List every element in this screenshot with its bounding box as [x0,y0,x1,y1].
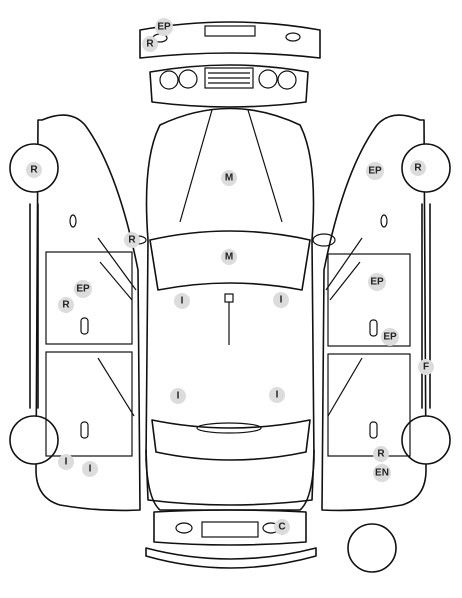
damage-marker-code: C [278,522,285,533]
damage-marker-badge [58,297,74,313]
right-side-view[interactable] [321,114,451,512]
damage-marker-code: EP [157,22,171,33]
damage-marker-code: R [377,449,385,460]
spare-wheel[interactable] [347,523,397,573]
damage-marker-code: EP [383,332,397,343]
damage-marker-badge [373,464,391,482]
damage-marker-badge [82,461,98,477]
damage-marker-right-rear-wheel-en[interactable]: EN [373,464,391,482]
damage-marker-code: EP [370,277,384,288]
damage-marker-rear-right-seat-i[interactable]: I [269,387,285,403]
damage-marker-left-front-door-ep[interactable]: EP [74,280,92,298]
damage-marker-rear-bumper-c[interactable]: C [274,519,290,535]
damage-marker-right-front-door-ep-upper[interactable]: EP [368,273,386,291]
front-grille-view[interactable] [149,64,309,108]
damage-marker-code: R [30,165,38,176]
damage-marker-roof-m[interactable]: M [221,249,237,265]
damage-marker-badge [142,36,158,52]
damage-marker-right-rear-door-f[interactable]: F [418,359,434,375]
damage-marker-code: F [423,362,429,373]
damage-marker-front-bumper-ep[interactable]: EP [155,18,173,36]
damage-marker-code: I [280,295,283,306]
top-view-body[interactable] [129,107,336,511]
damage-marker-rear-left-seat-i[interactable]: I [170,388,186,404]
damage-marker-badge [381,328,399,346]
damage-marker-left-front-door-r[interactable]: R [58,297,74,313]
damage-marker-code: M [225,252,233,263]
rear-bumper-view[interactable] [145,509,317,569]
damage-marker-badge [221,249,237,265]
damage-marker-front-bumper-r[interactable]: R [142,36,158,52]
damage-marker-left-rear-wheel-i-1[interactable]: I [58,454,74,470]
damage-marker-right-front-fender-ep[interactable]: EP [366,162,384,180]
damage-marker-badge [74,280,92,298]
damage-marker-badge [366,162,384,180]
damage-marker-code: EN [375,468,389,479]
damage-marker-badge [221,170,237,186]
damage-marker-badge [269,387,285,403]
damage-marker-badge [368,273,386,291]
damage-marker-badge [274,519,290,535]
damage-marker-badge [26,162,42,178]
damage-marker-left-rear-wheel-i-2[interactable]: I [82,461,98,477]
damage-marker-code: R [146,39,154,50]
damage-marker-code: R [414,163,422,174]
damage-marker-code: I [276,390,279,401]
damage-marker-badge [418,359,434,375]
damage-marker-code: I [65,457,68,468]
damage-marker-right-front-door-ep-lower[interactable]: EP [381,328,399,346]
damage-marker-right-rear-wheel-r[interactable]: R [373,446,389,462]
left-side-view[interactable] [9,114,141,512]
damage-marker-badge [174,293,190,309]
damage-marker-badge [373,446,389,462]
damage-marker-code: I [181,296,184,307]
damage-marker-badge [410,160,426,176]
damage-marker-code: I [177,391,180,402]
damage-marker-code: I [89,464,92,475]
damage-marker-front-left-seat-i[interactable]: I [174,293,190,309]
damage-marker-code: EP [368,166,382,177]
damage-marker-code: EP [76,284,90,295]
damage-marker-code: R [62,300,70,311]
damage-marker-badge [170,388,186,404]
damage-marker-left-mirror-r[interactable]: R [124,232,140,248]
damage-marker-badge [273,292,289,308]
damage-marker-code: R [128,235,136,246]
damage-marker-badge [124,232,140,248]
damage-marker-left-front-wheel-r[interactable]: R [26,162,42,178]
damage-marker-hood-m[interactable]: M [221,170,237,186]
damage-marker-code: M [225,173,233,184]
damage-marker-right-front-wheel-r[interactable]: R [410,160,426,176]
damage-marker-front-right-seat-i[interactable]: I [273,292,289,308]
damage-marker-badge [58,454,74,470]
damage-marker-badge [155,18,173,36]
